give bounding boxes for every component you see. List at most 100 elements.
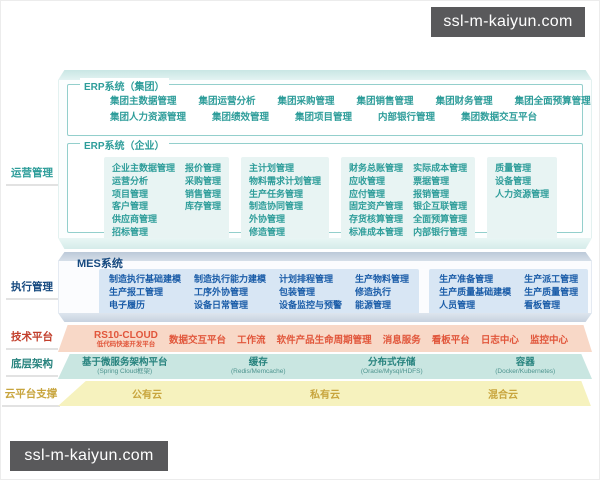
rail-label-operations: 运营管理 <box>6 165 58 186</box>
erp-enterprise-item: 财务总账管理 <box>349 163 404 173</box>
item-column: 财务总账管理应收管理应付管理固定资产管理存货核算管理标准成本管理 <box>349 162 403 239</box>
erp-group-row-2: 集团人力资源管理 集团绩效管理 集团项目管理 内部银行管理 集团数据交互平台 <box>110 110 582 126</box>
erp-enterprise-item: 招标管理 <box>112 226 149 237</box>
erp-enterprise-item: 质量管理 <box>495 163 532 173</box>
erp-group-item: 集团数据交互平台 <box>461 112 538 123</box>
watermark-bottom-left: ssl-m-kaiyun.com <box>10 441 168 471</box>
mes-group: 制造执行基础建模生产报工管理电子履历制造执行能力建模工序外协管理设备日常管理计划… <box>99 269 420 316</box>
erp-enterprise-item: 客户管理 <box>112 201 149 212</box>
erp-group-items: 集团主数据管理集团运营分析集团采购管理集团销售管理集团财务管理集团全面预算管理 … <box>68 85 591 126</box>
erp-enterprise-item: 全面预算管理 <box>413 214 468 225</box>
mes-slab-top-edge <box>58 252 592 261</box>
cloud-item: 公有云 <box>132 390 162 401</box>
tech-item-label: RS10-CLOUD <box>94 329 158 341</box>
erp-group-item: 集团人力资源管理 <box>110 112 187 123</box>
erp-enterprise-item: 外协管理 <box>249 214 286 225</box>
erp-group-item: 集团财务管理 <box>435 96 493 107</box>
erp-enterprise-group: 财务总账管理应收管理应付管理固定资产管理存货核算管理标准成本管理实际成本管理票据… <box>341 157 476 244</box>
tech-platform-item: 数据交互平台 <box>168 334 226 346</box>
item-column: 生产派工管理生产质量管理看板管理 <box>524 273 578 311</box>
item-column: 主计划管理物料需求计划管理生产任务管理制造协同管理外协管理修造管理 <box>249 162 321 239</box>
tech-platform-item: 监控中心 <box>529 334 568 346</box>
mes-item: 包装管理 <box>279 286 316 297</box>
mes-item: 电子履历 <box>109 299 146 310</box>
base-arch-label: 分布式存储 <box>367 357 416 368</box>
tech-item-subtitle: 低代码快速开发平台 <box>96 340 156 348</box>
item-column: 制造执行能力建模工序外协管理设备日常管理 <box>194 273 266 311</box>
mes-item: 生产物料管理 <box>355 274 410 284</box>
erp-enterprise-item: 设备管理 <box>495 175 532 186</box>
erp-enterprise-box: ERP系统（企业） 企业主数据管理运营分析项目管理客户管理供应商管理招标管理报价… <box>67 137 583 244</box>
base-arch-item: 分布式存储 (Oracle/Mysql/HDFS) <box>325 357 459 376</box>
erp-enterprise-item: 采购管理 <box>185 175 222 186</box>
erp-enterprise-group: 主计划管理物料需求计划管理生产任务管理制造协同管理外协管理修造管理 <box>241 157 330 244</box>
erp-enterprise-item: 修造管理 <box>249 226 286 237</box>
mes-slab-bottom-edge <box>58 313 592 322</box>
rail-label-base-architecture: 底层架构 <box>6 356 58 377</box>
erp-enterprise-item: 企业主数据管理 <box>112 163 176 173</box>
mes-groups: 制造执行基础建模生产报工管理电子履历制造执行能力建模工序外协管理设备日常管理计划… <box>59 261 591 316</box>
rail-label-execution: 执行管理 <box>6 279 58 300</box>
mes-item: 设备日常管理 <box>194 299 249 310</box>
erp-slab: ERP系统（集团） 集团主数据管理集团运营分析集团采购管理集团销售管理集团财务管… <box>58 70 592 249</box>
item-column: 制造执行基础建模生产报工管理电子履历 <box>109 273 181 311</box>
erp-enterprise-item: 项目管理 <box>112 188 149 199</box>
item-column: 计划排程管理包装管理设备监控与预警 <box>279 273 342 311</box>
erp-group-item: 集团主数据管理 <box>110 96 177 107</box>
erp-slab-top-edge <box>58 70 592 80</box>
erp-enterprise-item: 固定资产管理 <box>349 201 404 212</box>
erp-enterprise-item: 银企互联管理 <box>413 201 468 212</box>
tech-platform-item: RS10-CLOUD 低代码快速开发平台 <box>94 330 158 348</box>
item-column: 生产物料管理修造执行能源管理 <box>355 273 409 311</box>
base-arch-label: 缓存 <box>248 357 268 368</box>
erp-enterprise-item: 票据管理 <box>413 175 450 186</box>
base-arch-item: 容器 (Docker/Kubernetes) <box>459 357 593 376</box>
mes-item: 修造执行 <box>355 286 392 297</box>
erp-enterprise-item: 生产任务管理 <box>249 188 304 199</box>
tech-platform-row: RS10-CLOUD 低代码快速开发平台 数据交互平台 工作流 软件产品生命周期… <box>58 325 592 352</box>
mes-item: 制造执行能力建模 <box>194 274 267 284</box>
base-arch-item: 基于微服务架构平台 (Spring Cloud框架) <box>58 357 192 376</box>
erp-enterprise-item: 实际成本管理 <box>413 163 468 173</box>
base-arch-label: 基于微服务架构平台 <box>81 357 168 368</box>
base-arch-label: 容器 <box>515 357 535 368</box>
mes-item: 制造执行基础建模 <box>109 274 182 284</box>
base-arch-subtitle: (Oracle/Mysql/HDFS) <box>360 368 423 375</box>
mes-item: 生产报工管理 <box>109 286 164 297</box>
mes-item: 人员管理 <box>439 299 476 310</box>
erp-group-item: 集团运营分析 <box>198 96 256 107</box>
tech-platform-item: 消息服务 <box>382 334 421 346</box>
erp-enterprise-title: ERP系统（企业） <box>80 137 169 152</box>
tech-platform-item: 日志中心 <box>480 334 519 346</box>
mes-item: 工序外协管理 <box>194 286 249 297</box>
erp-enterprise-group: 企业主数据管理运营分析项目管理客户管理供应商管理招标管理报价管理采购管理销售管理… <box>104 157 230 244</box>
erp-enterprise-item: 应收管理 <box>349 175 386 186</box>
base-architecture-row: 基于微服务架构平台 (Spring Cloud框架) 缓存 (Redis/Mem… <box>58 354 592 379</box>
erp-enterprise-item: 物料需求计划管理 <box>249 175 322 186</box>
erp-group-box: ERP系统（集团） 集团主数据管理集团运营分析集团采购管理集团销售管理集团财务管… <box>67 78 591 136</box>
erp-group-item: 内部银行管理 <box>378 112 436 123</box>
erp-group-item: 集团全面预算管理 <box>514 96 591 107</box>
item-column: 实际成本管理票据管理报销管理银企互联管理全面预算管理内部银行管理 <box>413 162 467 239</box>
mes-slab-body: MES系统 制造执行基础建模生产报工管理电子履历制造执行能力建模工序外协管理设备… <box>58 258 592 316</box>
tech-platform-item: 看板平台 <box>431 334 470 346</box>
rail-label-cloud-support: 云平台支撑 <box>2 386 60 407</box>
erp-enterprise-item: 标准成本管理 <box>349 226 404 237</box>
cloud-support-row: 公有云 私有云 混合云 <box>58 381 591 406</box>
erp-group-item: 集团项目管理 <box>295 112 353 123</box>
watermark-top-right: ssl-m-kaiyun.com <box>431 7 585 37</box>
erp-enterprise-groups: 企业主数据管理运营分析项目管理客户管理供应商管理招标管理报价管理采购管理销售管理… <box>68 144 582 244</box>
mes-group: 生产准备管理生产质量基础建模人员管理生产派工管理生产质量管理看板管理 <box>429 269 589 316</box>
tech-platform-item: 工作流 <box>237 334 266 346</box>
item-column: 质量管理设备管理人力资源管理 <box>495 162 549 200</box>
erp-enterprise-item: 人力资源管理 <box>495 188 550 199</box>
mes-item: 生产质量管理 <box>524 286 579 297</box>
cloud-item: 混合云 <box>488 390 518 401</box>
erp-enterprise-item: 应付管理 <box>349 188 386 199</box>
mes-title: MES系统 <box>77 258 123 270</box>
mes-slab: MES系统 制造执行基础建模生产报工管理电子履历制造执行能力建模工序外协管理设备… <box>58 252 592 322</box>
mes-item: 看板管理 <box>524 299 561 310</box>
erp-group-title: ERP系统（集团） <box>80 78 169 93</box>
erp-group-item: 集团绩效管理 <box>212 112 270 123</box>
erp-slab-body: ERP系统（集团） 集团主数据管理集团运营分析集团采购管理集团销售管理集团财务管… <box>58 78 592 244</box>
